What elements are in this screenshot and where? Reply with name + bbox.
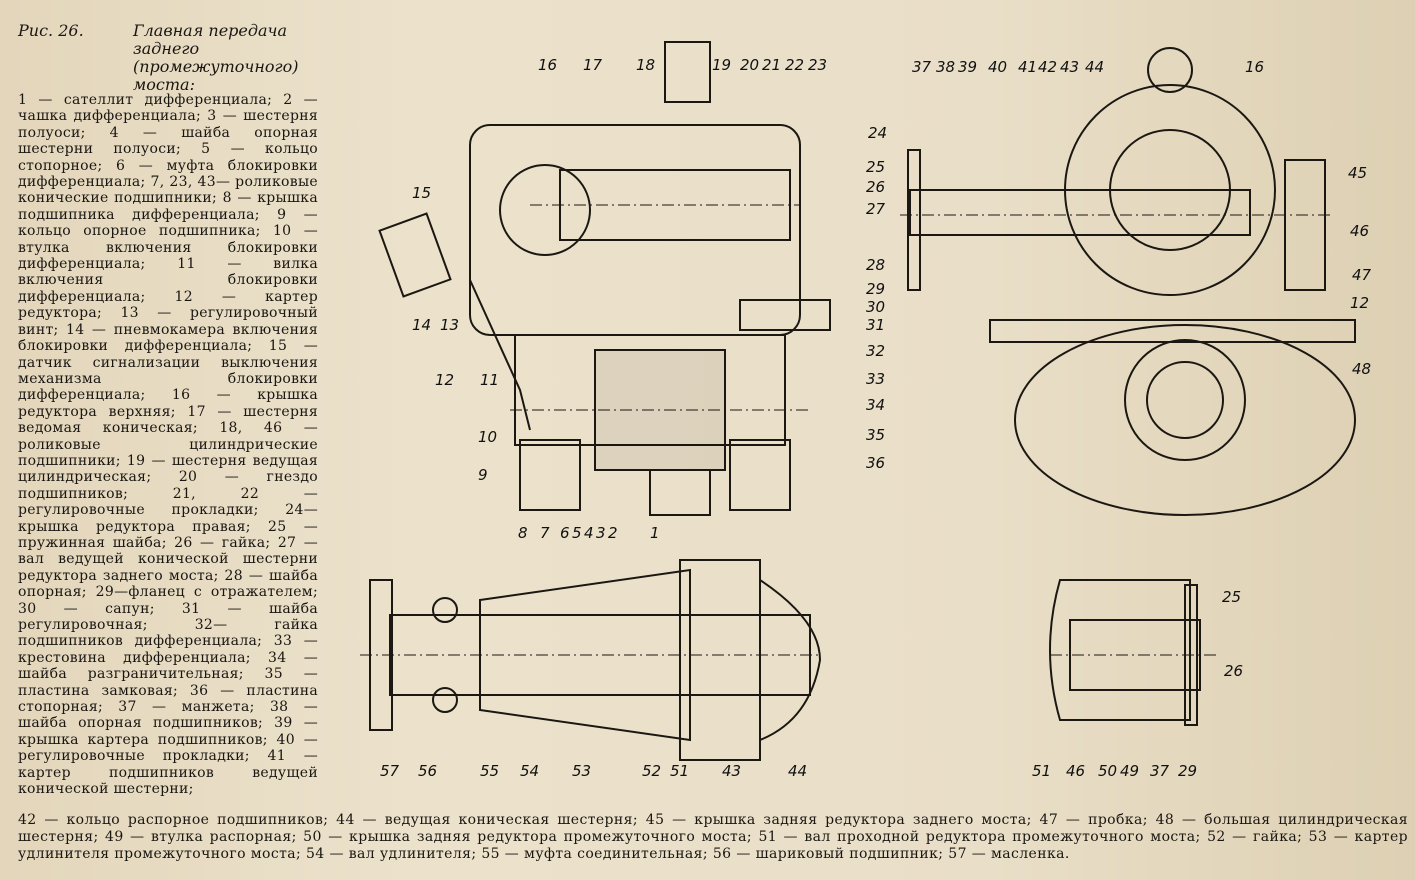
callout-label: 24: [868, 124, 887, 142]
callout-label: 7: [540, 524, 550, 542]
figure-title: Главная передача заднего (промежуточного…: [133, 21, 299, 94]
callout-label: 40: [988, 58, 1007, 76]
callout-label: 23: [808, 56, 827, 74]
callout-label: 26: [1224, 662, 1243, 680]
callout-label: 45: [1348, 164, 1367, 182]
callout-label: 39: [958, 58, 977, 76]
callout-label: 6: [560, 524, 570, 542]
section-view-extension: [360, 559, 822, 761]
callout-label: 38: [936, 58, 955, 76]
callout-label: 36: [866, 454, 885, 472]
callout-label: 25: [866, 158, 885, 176]
callout-label: 51: [1032, 762, 1051, 780]
section-view-small: [1049, 579, 1220, 726]
callout-label: 21: [762, 56, 781, 74]
callout-label: 28: [866, 256, 885, 274]
figure-number: Рис. 26.: [18, 21, 84, 40]
callout-label: 8: [518, 524, 528, 542]
callout-label: 9: [478, 466, 488, 484]
callout-label: 20: [740, 56, 759, 74]
callout-label: 26: [866, 178, 885, 196]
callout-label: 35: [866, 426, 885, 444]
callout-label: 55: [480, 762, 499, 780]
callout-label: 29: [866, 280, 885, 298]
callout-label: 37: [912, 58, 932, 76]
callout-label: 44: [788, 762, 807, 780]
legend-continuation: 42 — кольцо распорное подшипников; 44 — …: [18, 812, 1408, 862]
callout-label: 43: [722, 762, 741, 780]
callout-label: 43: [1060, 58, 1079, 76]
callout-label: 52: [642, 762, 661, 780]
callout-label: 37: [1150, 762, 1170, 780]
callout-label: 18: [636, 56, 655, 74]
callout-label: 17: [583, 56, 603, 74]
callout-label: 30: [866, 298, 885, 316]
callout-label: 12: [435, 371, 454, 389]
callout-label: 57: [380, 762, 400, 780]
callout-label: 10: [478, 428, 497, 446]
callout-label: 27: [866, 200, 886, 218]
callout-label: 47: [1352, 266, 1372, 284]
callout-label: 25: [1222, 588, 1241, 606]
legend-text: 1 — сателлит дифференциала; 2 — чашка ди…: [18, 92, 318, 798]
callout-label: 11: [480, 371, 499, 389]
callout-label: 44: [1085, 58, 1104, 76]
callout-label: 33: [866, 370, 885, 388]
section-view-main: [378, 41, 831, 516]
callout-label: 3: [596, 524, 606, 542]
callout-label: 15: [412, 184, 431, 202]
callout-label: 54: [520, 762, 539, 780]
legend-continuation-text: 42 — кольцо распорное подшипников; 44 — …: [18, 812, 1408, 862]
callout-label: 13: [440, 316, 459, 334]
callout-label: 46: [1350, 222, 1369, 240]
callout-label: 4: [584, 524, 594, 542]
callout-label: 53: [572, 762, 591, 780]
callout-label: 19: [712, 56, 731, 74]
callout-label: 41: [1018, 58, 1037, 76]
callout-label: 22: [785, 56, 804, 74]
callout-label: 56: [418, 762, 437, 780]
callout-label: 46: [1066, 762, 1085, 780]
callout-label: 51: [670, 762, 689, 780]
callout-label: 49: [1120, 762, 1139, 780]
callout-label: 12: [1350, 294, 1369, 312]
callout-label: 31: [866, 316, 885, 334]
callout-label: 1: [650, 524, 660, 542]
callout-label: 32: [866, 342, 885, 360]
callout-label: 42: [1038, 58, 1057, 76]
callout-label: 50: [1098, 762, 1117, 780]
callout-label: 34: [866, 396, 885, 414]
callout-label: 14: [412, 316, 431, 334]
callout-label: 5: [572, 524, 582, 542]
section-view-side: [900, 47, 1356, 516]
callout-label: 2: [608, 524, 618, 542]
callout-label: 29: [1178, 762, 1197, 780]
callout-label: 16: [1245, 58, 1264, 76]
callout-label: 16: [538, 56, 557, 74]
callout-label: 48: [1352, 360, 1371, 378]
